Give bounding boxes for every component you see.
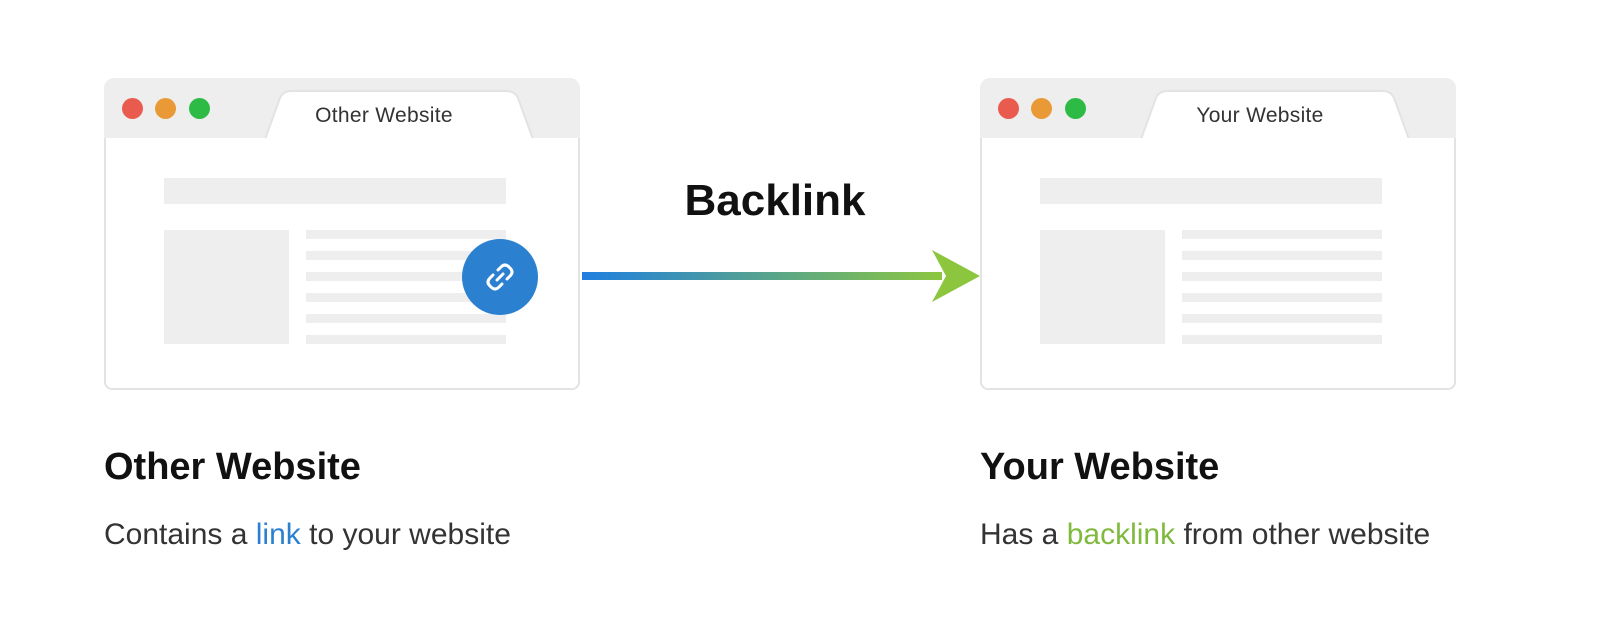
tab-title: Other Website (315, 104, 453, 127)
placeholder-text-line (1182, 272, 1382, 281)
placeholder-text-line (306, 230, 506, 239)
other-website-description: Contains a link to your website (104, 518, 511, 552)
link-badge (462, 239, 538, 315)
browser-content (980, 138, 1456, 390)
close-dot-icon (122, 98, 143, 119)
minimize-dot-icon (1031, 98, 1052, 119)
your-website-description: Has a backlink from other website (980, 518, 1430, 552)
desc-text: to your website (300, 518, 511, 551)
browser-titlebar: Your Website (980, 78, 1456, 142)
browser-tab (1140, 90, 1410, 142)
placeholder-header-bar (1040, 178, 1382, 204)
close-dot-icon (998, 98, 1019, 119)
placeholder-text-line (306, 293, 506, 302)
arrow-head-icon (932, 250, 980, 302)
desc-text: from other website (1175, 518, 1431, 551)
placeholder-image (164, 230, 289, 344)
placeholder-text-line (306, 251, 506, 260)
placeholder-text-line (306, 272, 506, 281)
placeholder-text-line (1182, 251, 1382, 260)
placeholder-text-line (306, 314, 506, 323)
browser-tab (264, 90, 534, 142)
desc-highlight-backlink: backlink (1066, 518, 1176, 551)
browser-titlebar: Other Website (104, 78, 580, 142)
maximize-dot-icon (189, 98, 210, 119)
chain-link-icon (486, 263, 514, 291)
backlink-arrow (582, 250, 980, 302)
backlink-label: Backlink (684, 176, 866, 225)
placeholder-header-bar (164, 178, 506, 204)
placeholder-image (1040, 230, 1165, 344)
maximize-dot-icon (1065, 98, 1086, 119)
desc-highlight-link: link (255, 518, 301, 551)
placeholder-text-line (1182, 230, 1382, 239)
placeholder-text-line (1182, 335, 1382, 344)
minimize-dot-icon (155, 98, 176, 119)
other-website-browser: Other Website (104, 78, 580, 392)
tab-title: Your Website (1196, 104, 1324, 127)
arrow-shaft (582, 272, 942, 280)
your-website-heading: Your Website (980, 446, 1220, 488)
placeholder-text-line (306, 335, 506, 344)
desc-text: Contains a (104, 518, 256, 551)
desc-text: Has a (980, 518, 1067, 551)
other-website-heading: Other Website (104, 446, 361, 488)
placeholder-text-line (1182, 314, 1382, 323)
your-website-browser: Your Website (980, 78, 1456, 392)
placeholder-text-line (1182, 293, 1382, 302)
